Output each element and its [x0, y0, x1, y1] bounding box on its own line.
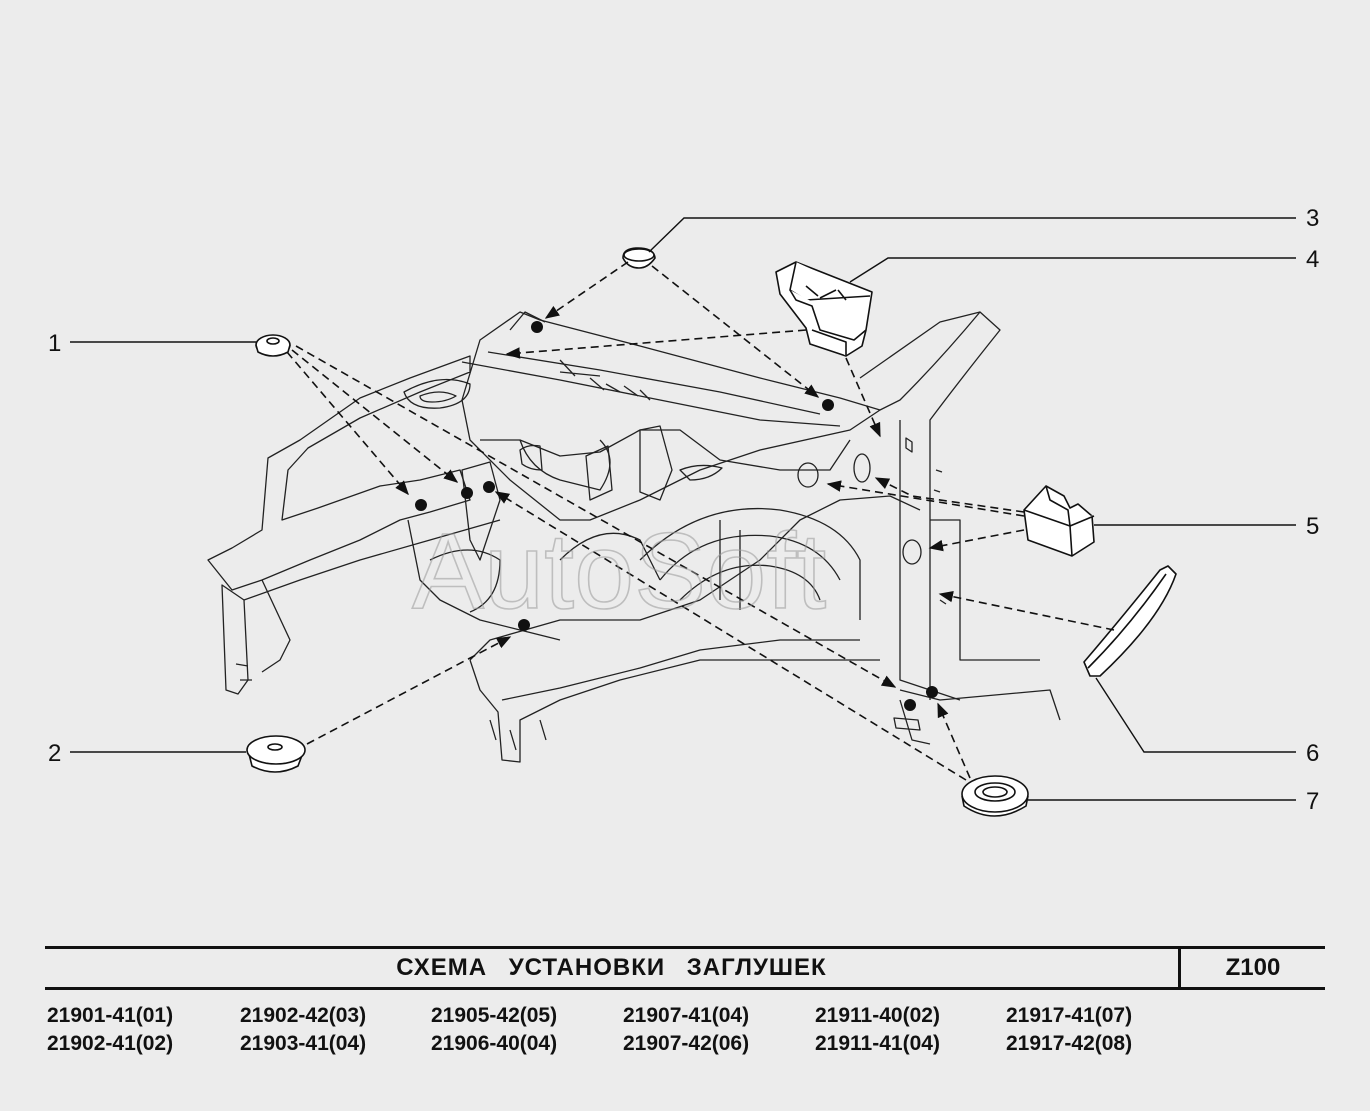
model-column-6: 21917-41(07) 21917-42(08) [1006, 1002, 1196, 1058]
part-2-plug [246, 735, 306, 773]
title-bar: СХЕМА УСТАНОВКИ ЗАГЛУШЕК Z100 [45, 946, 1325, 990]
watermark: AutoSoft [412, 510, 826, 631]
model-column-4: 21907-41(04) 21907-42(06) [623, 1002, 813, 1058]
part-3-plug [622, 247, 656, 269]
callout-2: 2 [48, 740, 61, 767]
model-code: 21902-41(02) [47, 1032, 174, 1055]
model-code: 21902-42(03) [240, 1004, 367, 1027]
callout-leaders [70, 217, 1296, 801]
model-code: 21905-42(05) [431, 1004, 558, 1027]
callout-5: 5 [1306, 513, 1319, 540]
callout-3: 3 [1306, 205, 1319, 232]
diagram-code: Z100 [1225, 954, 1281, 981]
model-column-1: 21901-41(01) 21902-41(02) [47, 1002, 237, 1058]
model-code: 21907-42(06) [623, 1032, 750, 1055]
part-1-grommet [255, 334, 291, 357]
callout-7: 7 [1306, 788, 1319, 815]
installation-arrows [286, 261, 1115, 781]
car-body-front-structure [207, 311, 1061, 763]
diagram-title: СХЕМА УСТАНОВКИ ЗАГЛУШЕК [396, 954, 827, 981]
hole-markers [415, 321, 938, 711]
model-code: 21901-41(01) [47, 1004, 174, 1027]
model-code: 21903-41(04) [240, 1032, 367, 1055]
model-code: 21917-41(07) [1006, 1004, 1133, 1027]
callout-numbers: 1 2 3 4 5 6 7 [48, 205, 1319, 815]
model-code: 21907-41(04) [623, 1004, 750, 1027]
model-code: 21917-42(08) [1006, 1032, 1133, 1055]
model-code: 21911-41(04) [815, 1032, 940, 1055]
model-code: 21906-40(04) [431, 1032, 558, 1055]
part-5-block [1023, 485, 1095, 557]
callout-6: 6 [1306, 740, 1319, 767]
model-column-3: 21905-42(05) 21906-40(04) [431, 1002, 621, 1058]
model-list: 21901-41(01) 21902-41(02) 21902-42(03) 2… [47, 1002, 1327, 1062]
part-6-pad [1083, 565, 1177, 677]
callout-4: 4 [1306, 246, 1319, 273]
model-column-5: 21911-40(02) 21911-41(04) [815, 1002, 1005, 1058]
title-divider [1178, 949, 1181, 987]
part-7-grommet [961, 775, 1029, 817]
part-4-seal [775, 261, 873, 357]
model-code: 21911-40(02) [815, 1004, 940, 1027]
model-column-2: 21902-42(03) 21903-41(04) [240, 1002, 430, 1058]
callout-1: 1 [48, 330, 61, 357]
